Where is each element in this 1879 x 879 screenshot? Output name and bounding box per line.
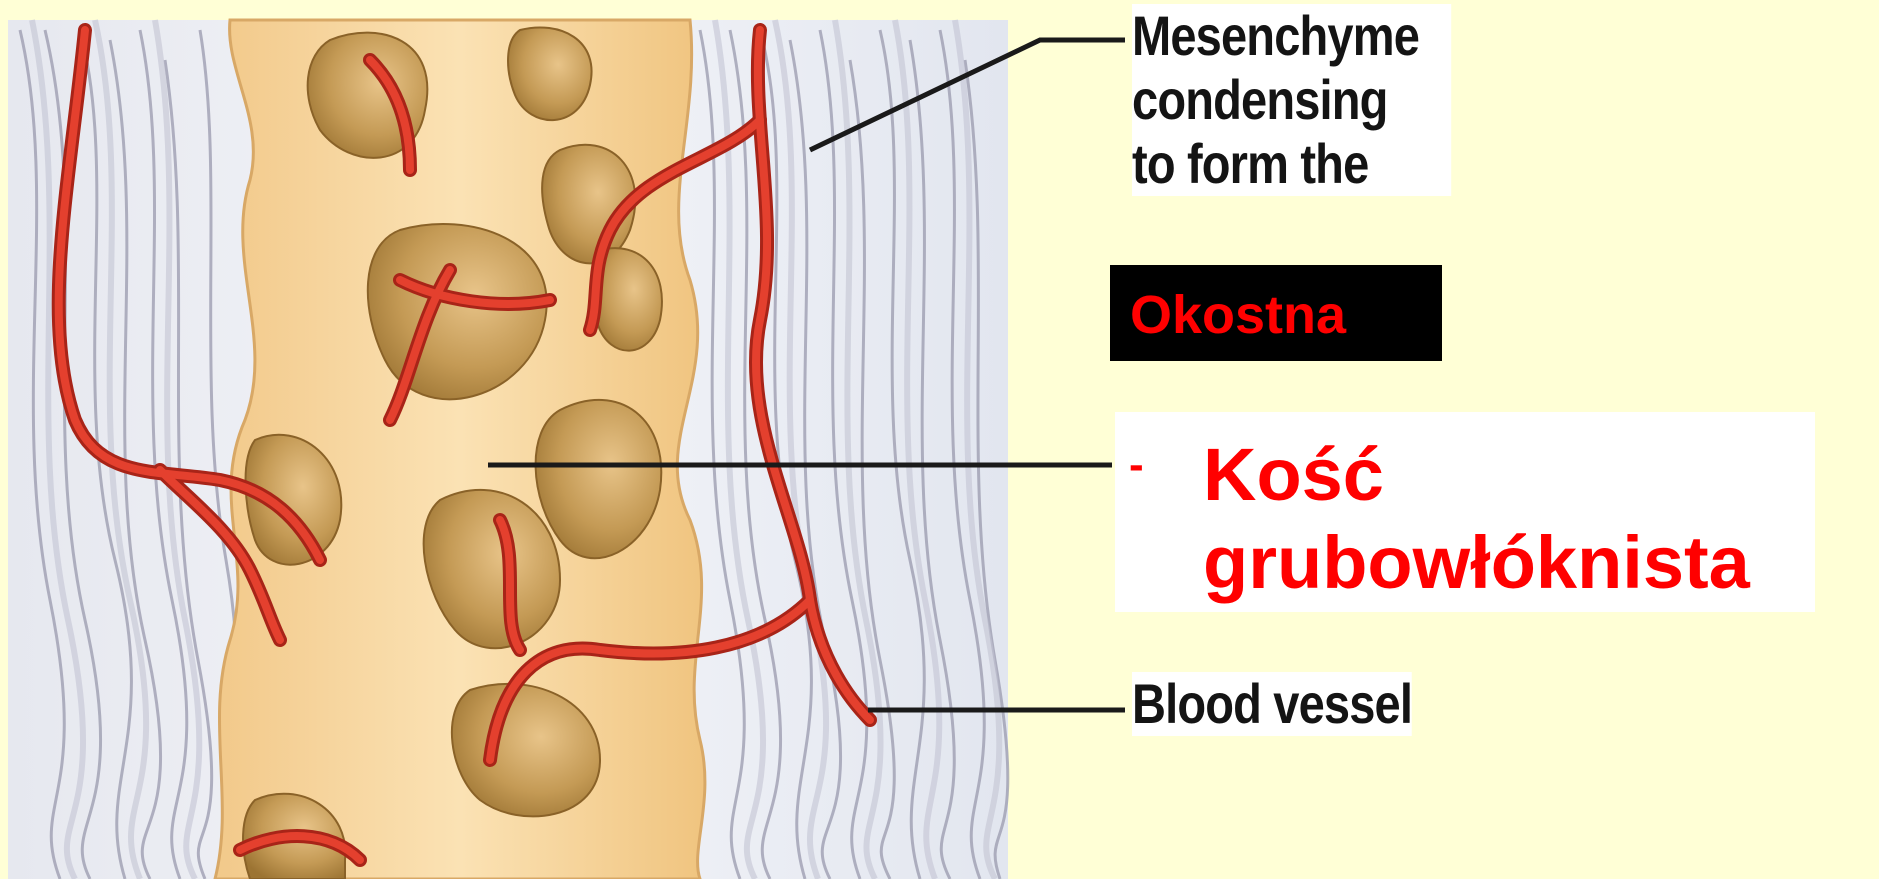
- okostna-label-box: Okostna: [1110, 265, 1442, 361]
- label-bullet-dash: -: [1129, 440, 1144, 490]
- label-mesenchyme: Mesenchyme condensing to form the: [1132, 4, 1451, 196]
- label-okostna: Okostna: [1130, 285, 1346, 345]
- label-grubowloknista: grubowłóknista: [1203, 520, 1750, 606]
- label-mesenchyme-line-3: to form the: [1132, 132, 1451, 196]
- label-mesenchyme-line-2: condensing: [1132, 68, 1451, 132]
- bone-label-block: - Kość grubowłóknista: [1115, 412, 1815, 612]
- label-kosc: Kość: [1203, 432, 1384, 518]
- label-blood-vessel: Blood vessel: [1132, 672, 1412, 736]
- label-mesenchyme-line-1: Mesenchyme: [1132, 4, 1451, 68]
